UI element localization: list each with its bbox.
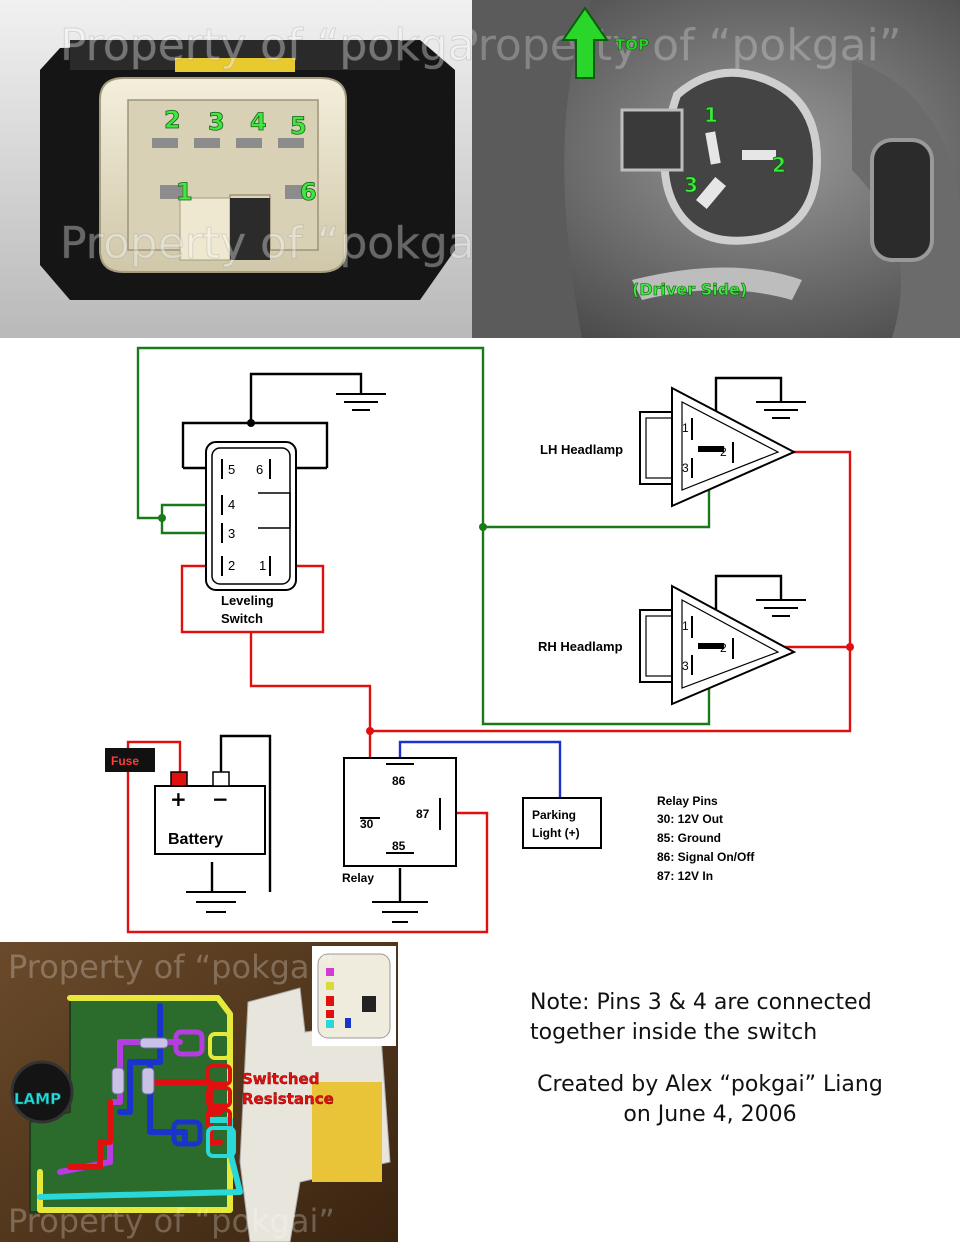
- driver-side-label: (Driver Side): [632, 280, 747, 299]
- ground-icon: [756, 599, 806, 617]
- watermark-text: Property of “pokgai”: [60, 20, 472, 71]
- legend-title: Relay Pins: [657, 794, 718, 808]
- battery: + − Battery: [154, 771, 266, 855]
- pin-label: 5: [290, 112, 307, 140]
- lh-headlamp: LH Headlamp 1 2 3: [540, 386, 797, 508]
- fuse-label: Fuse: [111, 754, 139, 768]
- watermark-text: Property of “pokgai”: [472, 20, 902, 71]
- relay-pin-label: 87: [416, 807, 430, 821]
- ground-icon: [186, 891, 246, 913]
- credit-line: Created by Alex “pokgai” Liang: [537, 1072, 883, 1097]
- headlamp-pin-label: 2: [720, 445, 727, 459]
- junction-dots: [158, 419, 854, 735]
- parking-light-label: Light (+): [532, 826, 580, 840]
- fuse: Fuse: [105, 748, 155, 772]
- top-label: TOP: [615, 36, 649, 54]
- switch-pin-label: 2: [228, 558, 235, 573]
- wiring-diagram: 5 6 4 3 2 1 Leveling Switch LH Headlamp …: [105, 346, 854, 934]
- battery-plus: +: [170, 787, 187, 811]
- relay-pins-legend: Relay Pins 30: 12V Out 85: Ground 86: Si…: [657, 794, 755, 883]
- connector-photo-headlamp: Property of “pokgai” TOP 1 2 3 (Driver S…: [472, 0, 960, 338]
- switch-label: Leveling: [221, 593, 274, 608]
- ground-icon: [372, 901, 428, 923]
- pin-label: 2: [772, 153, 786, 177]
- blue-wire: [398, 740, 562, 798]
- switch-pin-label: 1: [259, 558, 266, 573]
- switch-circuit-photo: LAMP Property of “pokgai” Property of “p…: [0, 942, 398, 1242]
- watermark-text: Property of “pokgai”: [8, 948, 335, 986]
- battery-minus: −: [212, 787, 229, 811]
- headlamp-pin-label: 1: [682, 619, 689, 633]
- headlamp-pin-label: 1: [682, 421, 689, 435]
- relay-pin-label: 86: [392, 774, 406, 788]
- connector-photo-switch: Property of “pokgai” Property of “pokgai…: [0, 0, 472, 338]
- switch-pin-label: 6: [256, 462, 263, 477]
- pin-label: 3: [684, 173, 698, 197]
- switch-pin-label: 3: [228, 526, 235, 541]
- lamp-label: LAMP: [14, 1090, 61, 1108]
- arrow-up-icon: [561, 6, 609, 79]
- pin-label: 1: [704, 103, 718, 127]
- relay-label: Relay: [342, 871, 374, 885]
- rh-headlamp: RH Headlamp 1 2 3: [538, 584, 797, 706]
- ground-icon: [336, 393, 386, 411]
- leveling-switch: 5 6 4 3 2 1 Leveling Switch: [205, 441, 297, 626]
- legend-item: 85: Ground: [657, 831, 721, 845]
- watermark-text: Property of “pokgai”: [8, 1202, 335, 1240]
- pin-label: 2: [164, 106, 181, 134]
- headlamp-pin-label: 2: [720, 641, 727, 655]
- switch-pin-label: 5: [228, 462, 235, 477]
- pin-label: 1: [176, 178, 193, 206]
- note-line: Note: Pins 3 & 4 are connected: [530, 990, 872, 1015]
- legend-item: 86: Signal On/Off: [657, 850, 755, 864]
- battery-label: Battery: [168, 831, 223, 848]
- note-line: together inside the switch: [530, 1020, 818, 1045]
- pin-label: 3: [208, 108, 225, 136]
- headlamp-pin-label: 3: [682, 461, 689, 475]
- switched-resistance-label: Switched: [242, 1070, 319, 1088]
- pin-label: 4: [250, 108, 267, 136]
- credit: Created by Alex “pokgai” Liang on June 4…: [530, 1070, 890, 1130]
- relay: 86 30 87 85 Relay: [342, 757, 457, 885]
- note: Note: Pins 3 & 4 are connected together …: [530, 988, 930, 1048]
- headlamp-label: RH Headlamp: [538, 639, 623, 654]
- switched-resistance-label: Resistance: [242, 1090, 334, 1108]
- parking-light-label: Parking: [532, 808, 576, 822]
- legend-item: 30: 12V Out: [657, 812, 723, 826]
- ground-icon: [756, 401, 806, 419]
- switch-pin-label: 4: [228, 497, 235, 512]
- pin-label: 6: [300, 178, 317, 206]
- watermark-text: Property of “pokgai”: [60, 218, 472, 269]
- switch-label: Switch: [221, 611, 263, 626]
- headlamp-label: LH Headlamp: [540, 442, 623, 457]
- relay-pin-label: 30: [360, 817, 374, 831]
- parking-light: Parking Light (+): [522, 797, 602, 849]
- relay-pin-label: 85: [392, 839, 406, 853]
- headlamp-pin-label: 3: [682, 659, 689, 673]
- legend-item: 87: 12V In: [657, 869, 713, 883]
- credit-line: on June 4, 2006: [623, 1102, 797, 1127]
